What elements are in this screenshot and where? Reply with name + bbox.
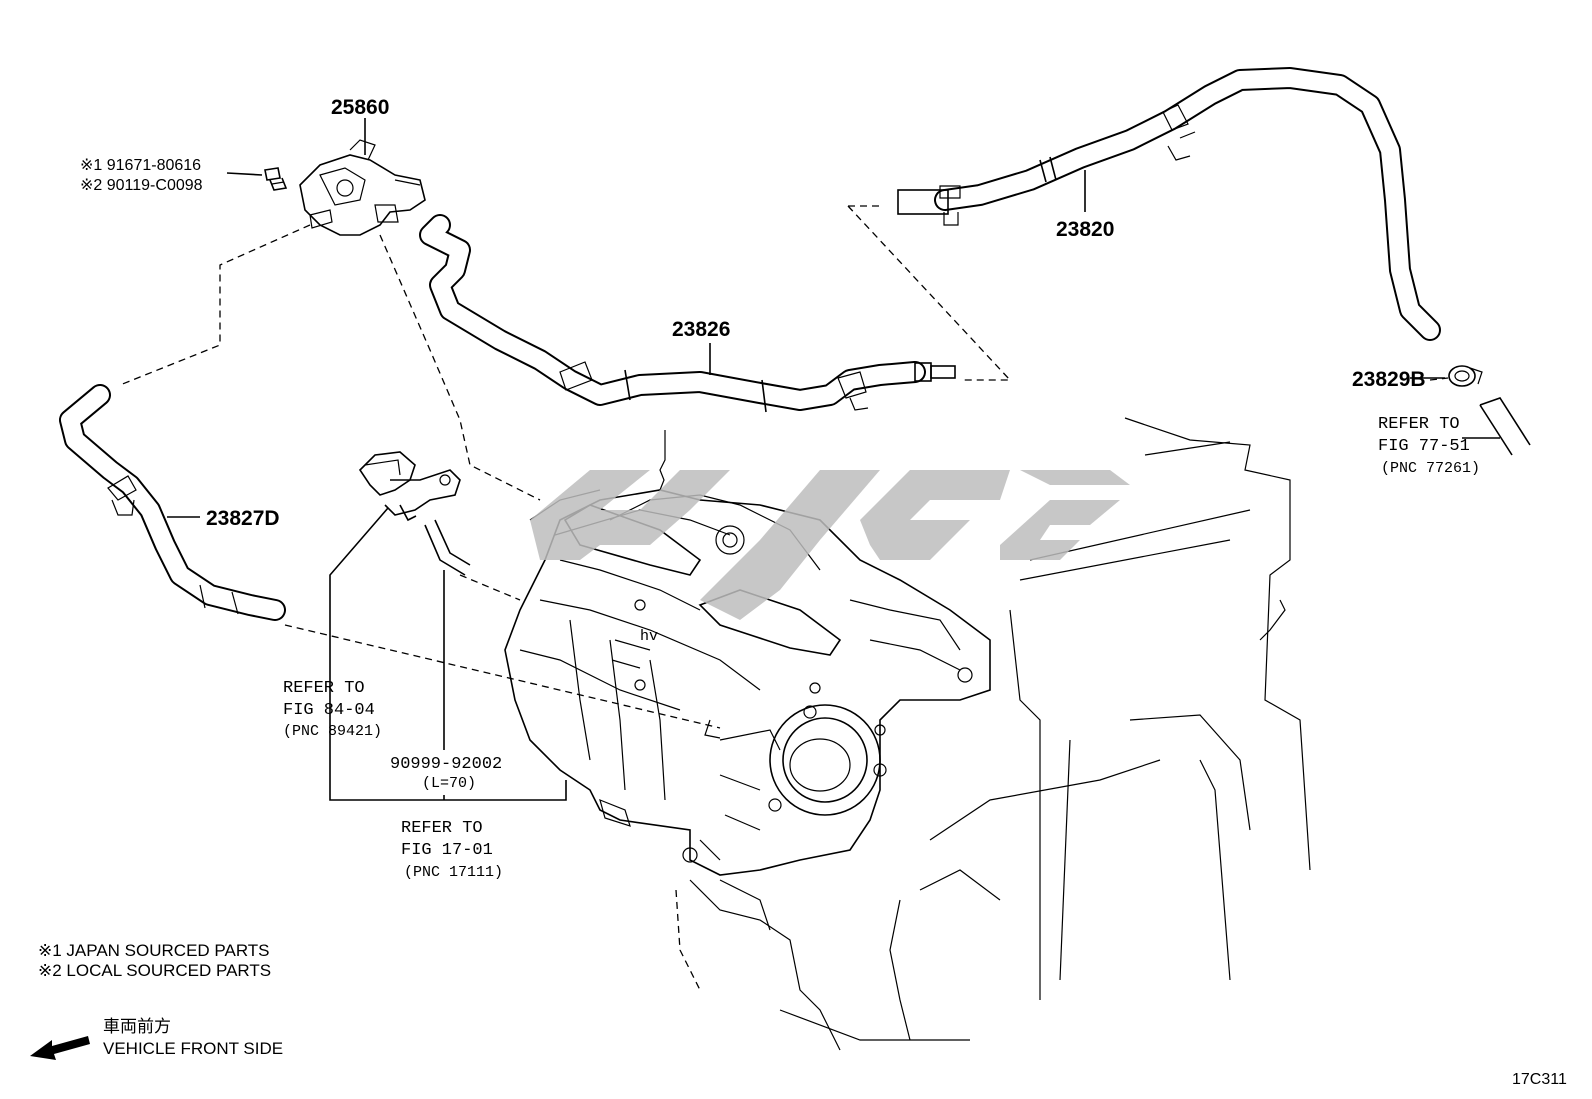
ref-17-line3: (PNC 17111) xyxy=(404,864,503,881)
intake-manifold: hv xyxy=(504,489,991,876)
legend-note-local: ※2 LOCAL SOURCED PARTS xyxy=(38,961,271,980)
front-label-jp: 車両前方 xyxy=(103,1017,171,1036)
ref-84-line3: (PNC 89421) xyxy=(283,723,382,740)
label-23827d: 23827D xyxy=(206,507,280,530)
hose-23820 xyxy=(897,67,1441,341)
label-23820: 23820 xyxy=(1056,218,1114,241)
ref-77-line1: REFER TO xyxy=(1378,415,1460,434)
hv-marking: hv xyxy=(640,628,658,645)
hose-23826 xyxy=(419,214,956,413)
hose-23827d xyxy=(59,384,286,621)
label-bolt-japan: ※1 91671-80616 xyxy=(80,157,201,174)
figure-code: 17C311 xyxy=(1512,1071,1567,1088)
vsv-valve-25860 xyxy=(299,139,426,236)
front-arrow-icon xyxy=(30,1036,90,1060)
hose-end-77261 xyxy=(1479,397,1531,456)
label-23826: 23826 xyxy=(672,318,730,341)
ref-17-line2: FIG 17-01 xyxy=(401,841,493,860)
legend-note-japan: ※1 JAPAN SOURCED PARTS xyxy=(38,941,270,960)
label-23829b: 23829B xyxy=(1352,368,1426,391)
ref-fig-17-01: REFER TO FIG 17-01 (PNC 17111) xyxy=(401,819,503,881)
bolt-icon xyxy=(264,167,288,191)
connection-lines xyxy=(119,205,1449,729)
engine-block-outline xyxy=(659,417,1311,1051)
ref-77-line3: (PNC 77261) xyxy=(1381,460,1480,477)
ref-84-line2: FIG 84-04 xyxy=(283,701,375,720)
label-bolt-local: ※2 90119-C0098 xyxy=(80,177,203,194)
front-label-en: VEHICLE FRONT SIDE xyxy=(103,1039,283,1058)
ref-84-line1: REFER TO xyxy=(283,679,365,698)
ref-fig-77-51: REFER TO FIG 77-51 (PNC 77261) xyxy=(1378,415,1480,477)
ref-77-line2: FIG 77-51 xyxy=(1378,437,1470,456)
label-90999-length: (L=70) xyxy=(422,775,476,792)
label-25860: 25860 xyxy=(331,96,389,119)
clamp-23829b xyxy=(1448,365,1483,387)
leader-lines xyxy=(167,118,1500,801)
watermark-logo xyxy=(530,470,1130,620)
ref-17-line1: REFER TO xyxy=(401,819,483,838)
ref-fig-84-04: REFER TO FIG 84-04 (PNC 89421) xyxy=(283,679,382,740)
pressure-sensor xyxy=(358,451,461,522)
label-90999-92002: 90999-92002 xyxy=(390,755,502,774)
hose-90999-92002 xyxy=(424,519,471,576)
